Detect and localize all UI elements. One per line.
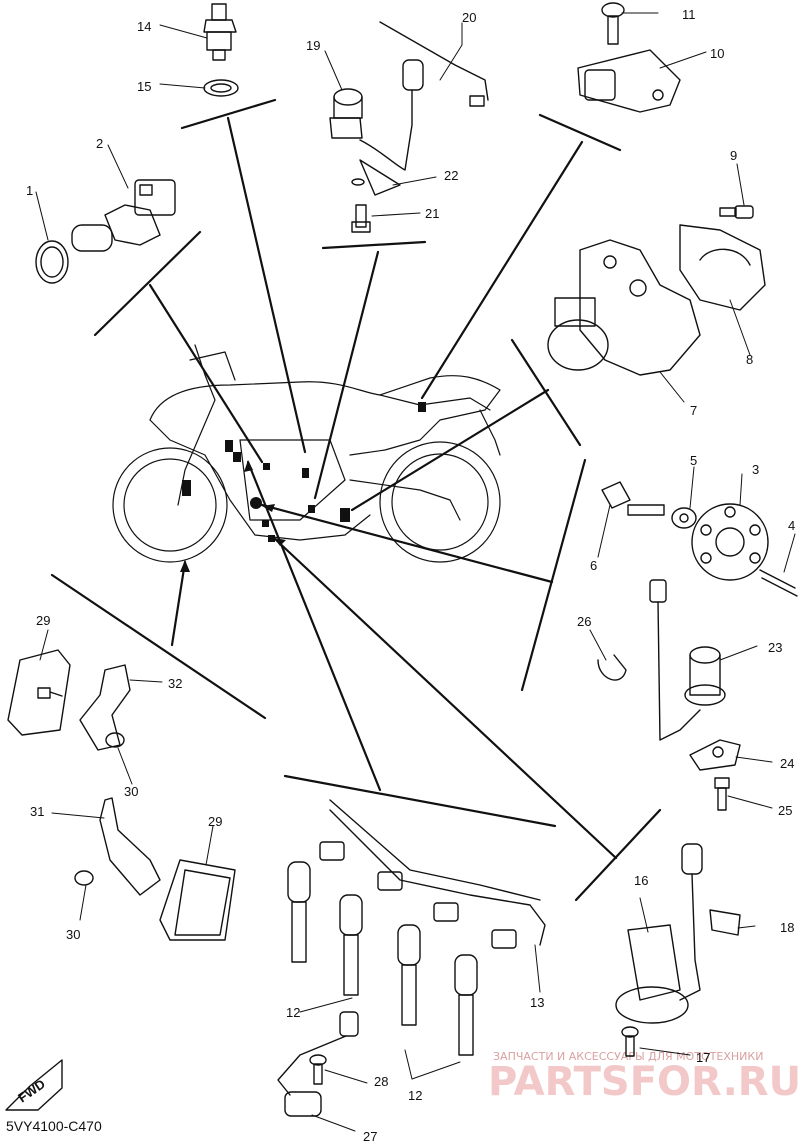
part-9-bolt (719, 205, 754, 219)
callout-21: 21 (425, 206, 439, 221)
part-22-clamp (351, 178, 365, 186)
callout-28: 28 (374, 1074, 388, 1089)
callout-11: 11 (682, 7, 696, 22)
part-19-sensor (329, 59, 424, 196)
tail-rear (479, 409, 501, 456)
diagram-code: 5VY4100-C470 (6, 1118, 102, 1134)
callout-3: 3 (752, 462, 759, 477)
part-3-rotor (691, 503, 769, 581)
part-26-clamp (597, 654, 627, 681)
part-4-pin (759, 569, 798, 597)
callout-5: 5 (690, 453, 697, 468)
callout-19: 19 (306, 38, 320, 53)
callout-13: 13 (530, 995, 544, 1010)
sensor-location-marks (182, 402, 426, 542)
callout-15: 15 (137, 79, 151, 94)
callout-16: 16 (634, 873, 648, 888)
part-31-bracket (99, 797, 161, 896)
part-29-relay-bottom (159, 859, 236, 941)
callout-25: 25 (778, 803, 792, 818)
part-32-bracket (79, 664, 131, 751)
part-23-pickup (649, 579, 726, 741)
callout-17: 17 (696, 1050, 710, 1065)
fwd-arrow-icon: FWD (5, 1059, 63, 1111)
part-21-bolt (351, 204, 371, 233)
callout-labels: 1 2 3 4 5 6 7 8 9 10 11 12 12 13 14 15 1… (26, 7, 795, 1144)
windscreen (189, 351, 236, 381)
part-16-speed-sensor (615, 843, 703, 1024)
part-25-bolt (714, 777, 730, 811)
callout-30-top: 30 (124, 784, 138, 799)
part-10-map-sensor (577, 49, 681, 113)
callout-2: 2 (96, 136, 103, 151)
callout-12-left: 12 (286, 1005, 300, 1020)
callout-6: 6 (590, 558, 597, 573)
part-2-temp-sensor (71, 179, 176, 252)
front-wheel-rim (123, 458, 217, 552)
callout-32: 32 (168, 676, 182, 691)
seat (379, 394, 491, 411)
part-29-relay-top (7, 649, 71, 736)
motorcycle-outline (112, 344, 501, 563)
callout-24: 24 (780, 756, 794, 771)
front-wheel (112, 447, 228, 563)
part-11-screw (601, 2, 625, 45)
part-8-cover (679, 224, 766, 311)
part-13-harness (329, 799, 546, 946)
swingarm (349, 479, 461, 521)
callout-1: 1 (26, 183, 33, 198)
fairing-top (149, 375, 501, 456)
callout-27: 27 (363, 1129, 377, 1144)
part-27-sensor (277, 1011, 359, 1117)
callout-31: 31 (30, 804, 44, 819)
part-28-bolt (309, 1054, 327, 1085)
part-15-washer (203, 79, 239, 97)
leader-arrowheads (180, 460, 286, 572)
part-7-actuator (547, 239, 701, 376)
callout-26: 26 (577, 614, 591, 629)
part-18-clamp (709, 909, 741, 936)
part-1-gasket (35, 240, 69, 284)
watermark-brand: PARTSFOR.RU (488, 1059, 800, 1105)
callout-20: 20 (462, 10, 476, 25)
callout-8: 8 (746, 352, 753, 367)
callout-23: 23 (768, 640, 782, 655)
rear-wheel-rim (391, 453, 489, 551)
callout-4: 4 (788, 518, 795, 533)
fairing-lower (149, 419, 371, 541)
part-14-switch (203, 3, 237, 61)
callout-12-right: 12 (408, 1088, 422, 1103)
part-5-washer (671, 507, 697, 529)
callout-9: 9 (730, 148, 737, 163)
section-leaders (50, 98, 662, 902)
callout-leaders (35, 12, 796, 1132)
part-12-coils (287, 841, 517, 1056)
rear-wheel (379, 441, 501, 563)
callout-30-bottom: 30 (66, 927, 80, 942)
watermark: ЗАПЧАСТИ И АКСЕССУАРЫ ДЛЯ МОТОТЕХНИКИ PA… (488, 1050, 800, 1105)
callout-14: 14 (137, 19, 151, 34)
part-20-wire (379, 21, 489, 107)
callout-7: 7 (690, 403, 697, 418)
callout-18: 18 (780, 920, 794, 935)
callout-10: 10 (710, 46, 724, 61)
callout-22: 22 (444, 168, 458, 183)
part-17-bolt (621, 1026, 639, 1057)
part-6-bolt (601, 481, 665, 516)
callout-29-bottom: 29 (208, 814, 222, 829)
part-24-bracket (689, 739, 741, 771)
part-30-nut-top (105, 732, 125, 748)
callout-29-top: 29 (36, 613, 50, 628)
part-30-nut-bottom (74, 870, 94, 886)
engine-block (239, 439, 346, 521)
